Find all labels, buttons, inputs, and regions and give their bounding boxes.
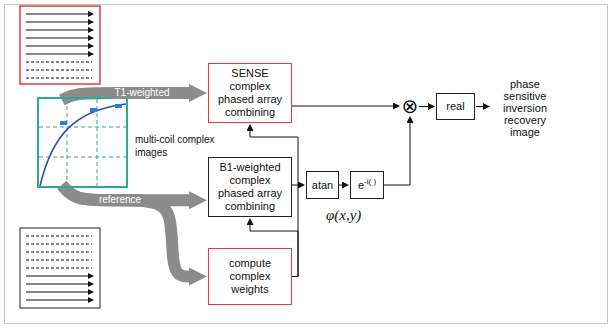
process-box: B1-weighted complex phased array combini… — [208, 157, 292, 217]
signal-arrow — [419, 106, 428, 107]
kspace-line — [26, 260, 92, 261]
recovery-curve — [40, 104, 126, 186]
multiply-symbol: ⊗ — [401, 97, 419, 115]
signal-arrow — [339, 185, 342, 186]
kspace-line — [26, 292, 88, 293]
node-text: multi-coil complex images — [135, 133, 215, 159]
kspace-line — [26, 252, 92, 253]
kspace-line — [26, 244, 92, 245]
operator-box: real — [436, 93, 475, 120]
kspace-line — [26, 300, 88, 301]
kspace-lines — [26, 14, 92, 78]
kspace-lines — [26, 236, 92, 300]
output-arrow — [476, 106, 483, 107]
kspace-line — [26, 22, 88, 23]
node-text: compute complex weights — [215, 257, 285, 296]
phase-map-label: φ(x,y) — [326, 206, 361, 224]
node-text: e — [358, 179, 364, 191]
edge-label: reference — [97, 194, 143, 206]
grid-line — [39, 127, 126, 128]
sample-mark — [90, 108, 97, 112]
grid-line — [39, 157, 126, 158]
kspace-line — [26, 70, 92, 71]
operator-box: atan — [306, 171, 339, 199]
kspace-line — [26, 54, 88, 55]
kspace-line — [26, 38, 88, 39]
signal-arrow — [292, 106, 393, 107]
kspace-line — [26, 46, 88, 47]
kspace-line — [26, 78, 92, 79]
edge-label: T1-weighted — [112, 87, 171, 99]
recovery-curve-plot — [37, 97, 128, 188]
node-text: B1-weighted complex phased array combini… — [215, 161, 285, 213]
kspace-line — [26, 236, 92, 237]
grid-line — [97, 99, 98, 186]
kspace-line — [26, 276, 88, 277]
signal-arrow — [292, 185, 298, 186]
kspace-line — [26, 14, 88, 15]
kspace-line — [26, 284, 88, 285]
signal-arrow — [384, 123, 410, 185]
node-text: ⊗ — [402, 97, 419, 115]
plot-ground — [37, 97, 128, 188]
process-box: SENSE complex phased array combining — [208, 63, 292, 123]
kspace-reference — [20, 228, 100, 308]
data-flow-arrow — [62, 185, 189, 277]
node-text: atan — [312, 179, 333, 192]
grid-line — [67, 99, 68, 186]
kspace-frame — [20, 6, 100, 84]
sample-mark — [60, 121, 67, 125]
node-text: real — [446, 100, 464, 113]
kspace-full — [20, 6, 100, 84]
operator-box: e-i( ) — [350, 171, 384, 199]
plot-grid — [39, 99, 126, 186]
output-label: phase sensitive inversion recovery image — [490, 78, 560, 138]
kspace-line — [26, 268, 92, 269]
kspace-frame — [20, 228, 100, 308]
kspace-line — [26, 30, 88, 31]
frame — [5, 5, 608, 324]
kspace-line — [26, 62, 92, 63]
sample-mark — [115, 104, 122, 108]
node-subtext: -i( ) — [364, 177, 376, 186]
node-text: SENSE complex phased array combining — [215, 67, 285, 119]
image-panel: multi-coil complex images — [37, 97, 128, 188]
process-box: compute complex weights — [208, 248, 292, 305]
